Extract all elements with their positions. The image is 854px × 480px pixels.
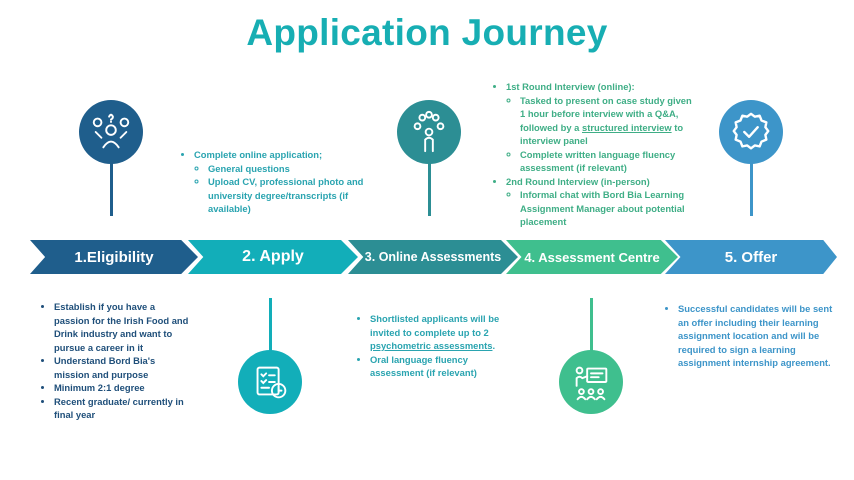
step-offer: 5. Offer (665, 240, 837, 274)
step1-icon-circle (79, 100, 143, 164)
list-item: Understand Bord Bia's mission and purpos… (54, 354, 192, 381)
thinking-person-icon (92, 113, 130, 149)
assessment-centre-details: 1st Round Interview (online): Tasked to … (494, 80, 694, 229)
step3-connector (428, 140, 431, 216)
list-item: Upload CV, professional photo and univer… (208, 175, 372, 216)
checklist-clock-icon (256, 366, 287, 399)
online-assessments-details: Shortlisted applicants will be invited t… (358, 312, 510, 380)
step1-connector (110, 140, 113, 216)
list-item: Tasked to present on case study given 1 … (520, 94, 694, 148)
step-assessment-centre: 4. Assessment Centre (506, 240, 678, 274)
list-item: General questions (208, 162, 372, 176)
step2-icon-circle (238, 350, 302, 414)
step-online-assessments: 3. Online Assessments (348, 240, 518, 274)
step5-connector (750, 140, 753, 216)
list-item: Complete written language fluency assess… (520, 148, 694, 175)
apply-details: Complete online application; General que… (182, 148, 372, 216)
step-eligibility-label: 1.Eligibility (74, 248, 154, 266)
offer-details: Successful candidates will be sent an of… (666, 302, 838, 370)
list-item: Informal chat with Bord Bia Learning Ass… (520, 188, 694, 229)
list-item: 1st Round Interview (online): (506, 81, 635, 92)
list-item: Minimum 2:1 degree (54, 381, 192, 395)
step3-icon-circle (397, 100, 461, 164)
structured-interview-link[interactable]: structured interview (582, 121, 672, 133)
list-item: 2nd Round Interview (in-person) (506, 175, 650, 187)
list-item: Successful candidates will be sent an of… (678, 302, 838, 370)
step-apply: 2. Apply (188, 240, 358, 274)
psychometric-assessments-link[interactable]: psychometric assessments (370, 340, 493, 351)
list-item: Shortlisted applicants will be invited t… (370, 312, 510, 353)
presenter-audience-icon (575, 366, 608, 401)
step4-connector (590, 298, 593, 358)
step5-icon-circle (719, 100, 783, 164)
list-item: Establish if you have a passion for the … (54, 300, 192, 354)
step-offer-label: 5. Offer (724, 248, 778, 266)
list-item: Recent graduate/ currently in final year (54, 395, 192, 422)
step-online-assessments-label: 3. Online Assessments (364, 250, 502, 264)
list-item: Oral language fluency assessment (if rel… (370, 353, 510, 380)
list-item: Complete online application; (194, 149, 323, 160)
step-apply-label: 2. Apply (242, 248, 304, 265)
step4-icon-circle (559, 350, 623, 414)
person-ideas-icon (413, 110, 445, 153)
step2-connector (269, 298, 272, 358)
step-eligibility: 1.Eligibility (30, 240, 198, 274)
page-title: Application Journey (246, 12, 608, 53)
eligibility-details: Establish if you have a passion for the … (42, 300, 192, 422)
badge-check-icon (732, 112, 770, 150)
step-assessment-centre-label: 4. Assessment Centre (524, 249, 660, 265)
